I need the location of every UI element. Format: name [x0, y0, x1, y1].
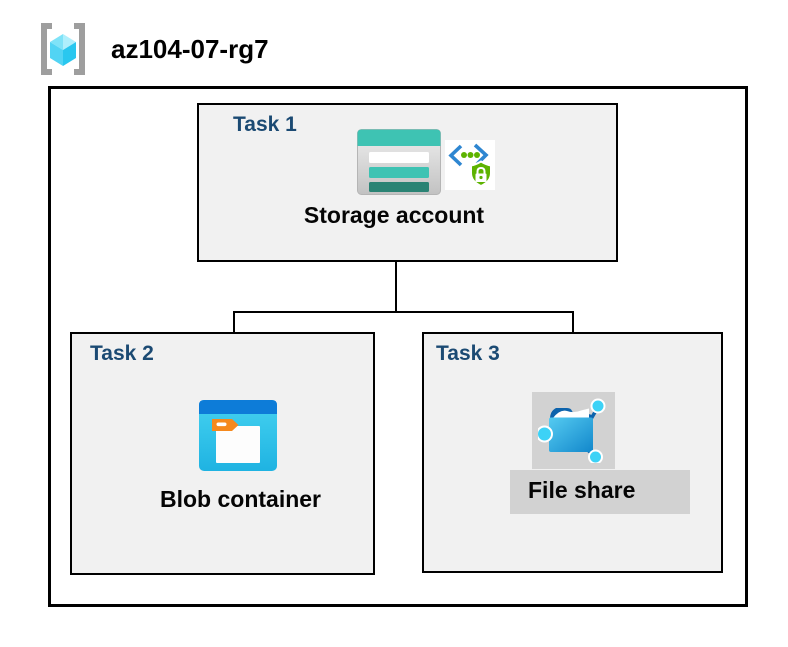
- connector-branch-horizontal: [233, 311, 574, 313]
- task2-box: Task 2 Blob container: [70, 332, 375, 575]
- storage-account-label: Storage account: [303, 202, 485, 228]
- file-share-label: File share: [528, 477, 636, 503]
- blob-container-label: Blob container: [159, 486, 321, 512]
- task1-box: Task 1 Storage account: [197, 103, 618, 262]
- file-share-icon: [538, 398, 606, 463]
- connector-storage-stem: [395, 260, 397, 313]
- resource-group-icon: [41, 23, 85, 75]
- task3-heading: Task 3: [436, 342, 500, 365]
- secure-endpoint-icon: [445, 140, 495, 190]
- file-share-label-background: File share: [510, 470, 690, 514]
- task1-heading: Task 1: [233, 113, 297, 136]
- file-share-icon-background: [532, 392, 615, 469]
- resource-group-name: az104-07-rg7: [111, 34, 269, 64]
- task3-box: Task 3 File share: [422, 332, 723, 573]
- task2-heading: Task 2: [90, 342, 154, 365]
- blob-container-icon: [199, 400, 277, 471]
- storage-account-icon: [357, 129, 441, 195]
